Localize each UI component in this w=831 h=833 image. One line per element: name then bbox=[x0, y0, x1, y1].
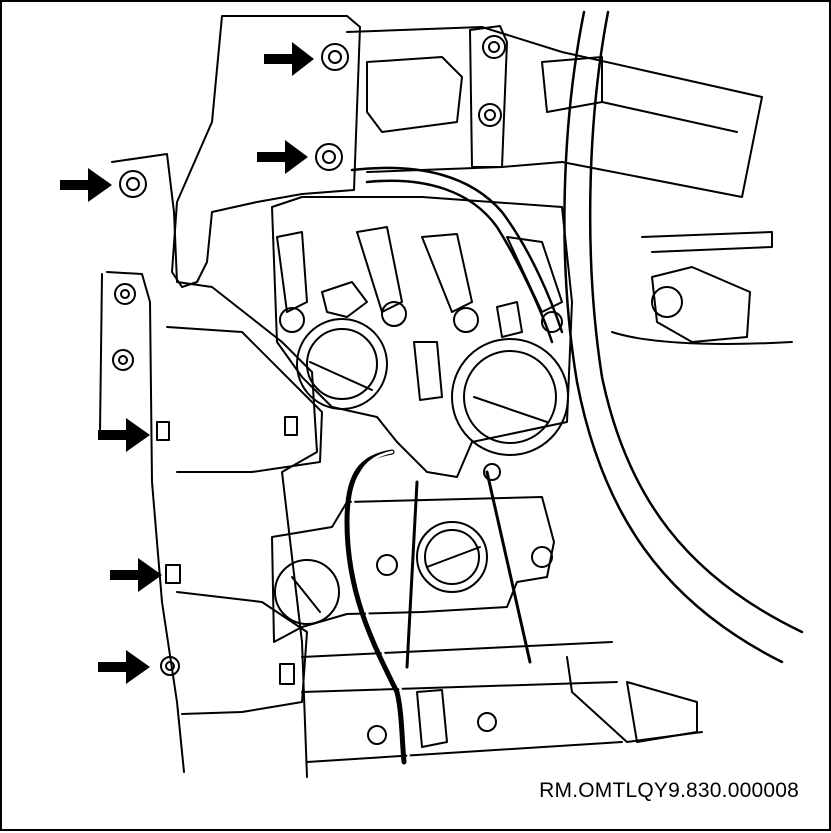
wheel-arc bbox=[563, 10, 804, 664]
bolt-icon bbox=[114, 283, 136, 305]
hose bbox=[350, 166, 564, 344]
bolt-icon bbox=[160, 656, 180, 676]
reference-code: RM.OMTLQY9.830.000008 bbox=[539, 779, 799, 802]
left-side-panel bbox=[99, 153, 323, 778]
right-boss bbox=[651, 266, 751, 343]
bolt-icon bbox=[156, 421, 170, 441]
round-ports bbox=[296, 318, 569, 456]
bolt-icon bbox=[165, 564, 181, 584]
bolt-icon bbox=[367, 725, 387, 745]
upper-bracket bbox=[171, 15, 508, 288]
arrow-right-icon bbox=[98, 418, 150, 452]
bolt-icon bbox=[279, 663, 295, 685]
bolt-icon bbox=[478, 103, 502, 127]
arrow-right-icon bbox=[264, 42, 314, 76]
arrow-right-icon bbox=[257, 140, 308, 174]
lower-rails bbox=[301, 641, 703, 763]
bolt-icon bbox=[119, 170, 147, 198]
bolts bbox=[112, 35, 506, 745]
upper-crossmember bbox=[346, 26, 763, 198]
bolt-icon bbox=[284, 416, 298, 436]
bolt-icon bbox=[477, 712, 497, 732]
bolt-icon bbox=[482, 35, 506, 59]
bolt-icon bbox=[321, 43, 349, 71]
arrow-right-icon bbox=[98, 650, 150, 684]
arrow-right-icon bbox=[60, 168, 112, 202]
wire-harness bbox=[344, 449, 532, 765]
connector-row bbox=[276, 226, 563, 333]
arrow-right-icon bbox=[110, 558, 162, 592]
bolt-icon bbox=[315, 143, 343, 171]
bolt-icon bbox=[112, 349, 134, 371]
callout-arrows bbox=[60, 42, 314, 684]
